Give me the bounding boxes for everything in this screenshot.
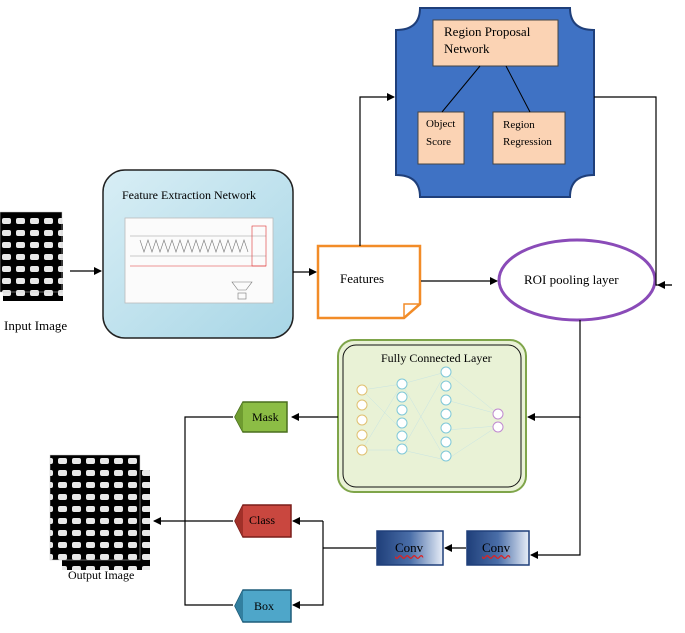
mask-shape [234,401,288,433]
conv2-box [466,530,530,566]
roi-ellipse [497,238,657,322]
conv1-box [376,530,444,566]
region-regression-line1: Region [503,119,535,131]
output-image-stack [49,454,150,570]
conv2-label: Conv [482,540,511,555]
object-score-line1: Object [426,118,456,130]
connectors [70,93,672,609]
box-shape [234,589,292,623]
fcl-box [337,339,527,493]
rpn-box [395,7,595,198]
input-image-stack [0,211,63,301]
class-shape [234,504,292,538]
rpn-title-line1: Region Proposal [444,24,531,39]
features-label: Features [340,271,385,286]
object-score-line2: Score [426,136,452,148]
neural-net-drawing [361,371,499,461]
output-image-label: Output Image [68,568,135,582]
box-label: Box [254,599,275,613]
mask-label: Mask [252,410,279,424]
roi-label: ROI pooling layer [524,272,619,287]
features-shape [316,244,422,320]
class-label: Class [249,513,276,527]
rpn-title-line2: Network [444,41,490,56]
feature-extraction-title: Feature Extraction Network [122,188,256,202]
input-image-label: Input Image [4,318,68,333]
region-regression-line2: Regression [503,136,552,148]
feature-extraction-box [102,169,294,339]
conv1-label: Conv [395,540,424,555]
feature-map-thumbnail [130,225,267,300]
fcl-title: Fully Connected Layer [381,351,492,365]
